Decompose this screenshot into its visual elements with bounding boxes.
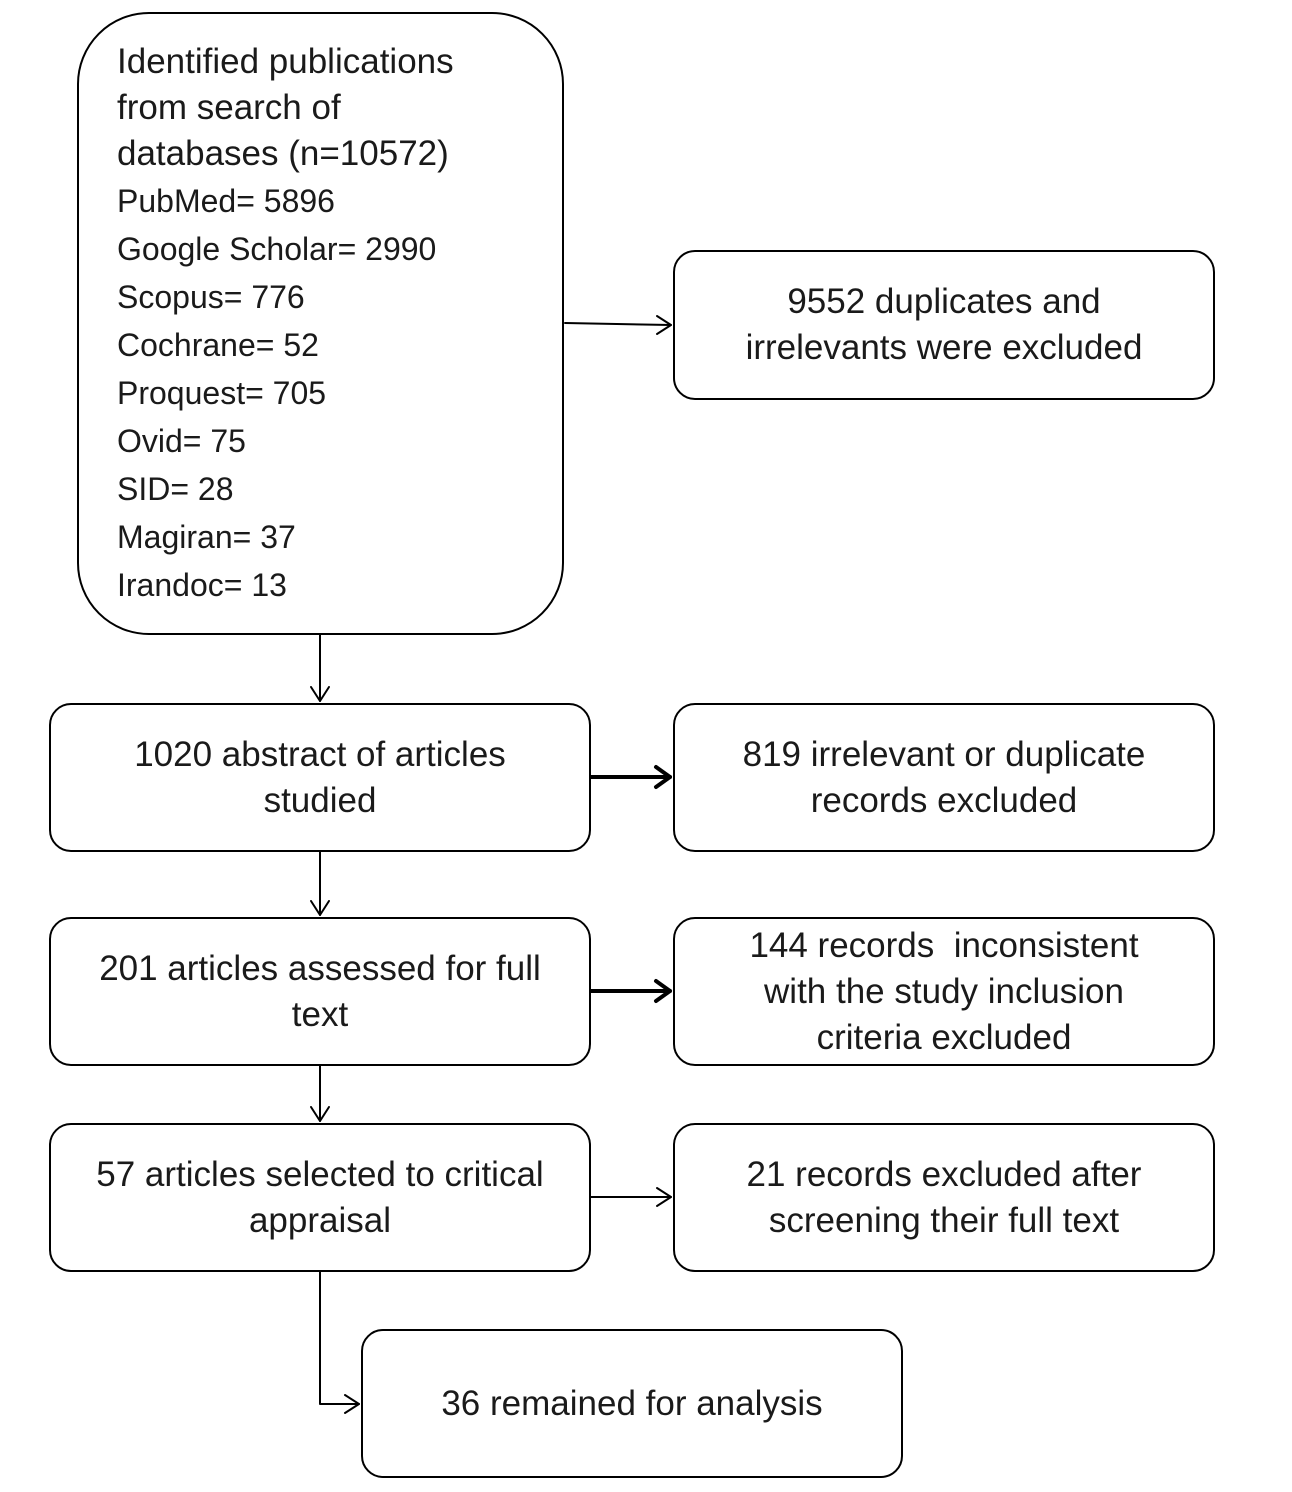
screening-excluded-box: 21 records excluded after screening thei… — [673, 1123, 1215, 1272]
arrow-abstracts-to-full-text — [310, 851, 330, 916]
database-count-proquest: Proquest= 705 — [117, 375, 327, 411]
source-heading-line: databases (n=10572) — [117, 134, 449, 173]
duplicates-excluded-line: irrelevants were excluded — [745, 328, 1143, 367]
database-count-cochrane: Cochrane= 52 — [117, 327, 319, 363]
database-count-sid: SID= 28 — [117, 471, 234, 507]
inclusion-criteria-excluded-box: 144 records inconsistent with the study … — [673, 917, 1215, 1066]
abstracts-studied-box: 1020 abstract of articles studied — [49, 703, 591, 852]
arrow-full-text-to-appraisal — [310, 1065, 330, 1122]
full-text-assessed-line: text — [291, 994, 349, 1034]
database-count-irandoc: Irandoc= 13 — [117, 567, 287, 603]
arrow-appraisal-to-final — [319, 1271, 360, 1414]
irrelevant-records-line: 819 irrelevant or duplicate — [742, 734, 1146, 774]
critical-appraisal-line: appraisal — [248, 1200, 392, 1240]
abstracts-studied-line: 1020 abstract of articles — [134, 734, 506, 774]
duplicates-excluded-box: 9552 duplicates and irrelevants were exc… — [673, 250, 1215, 400]
remained-for-analysis-box: 36 remained for analysis — [361, 1329, 903, 1478]
arrow-abstracts-to-excluded — [589, 765, 672, 789]
abstracts-studied-line: studied — [263, 780, 377, 820]
inclusion-criteria-line: criteria excluded — [816, 1017, 1072, 1057]
database-count-magiran: Magiran= 37 — [117, 519, 296, 555]
arrow-source-to-abstracts — [310, 634, 330, 702]
screening-excluded-line: screening their full text — [768, 1200, 1120, 1240]
arrow-full-text-to-excluded — [589, 979, 672, 1003]
database-count-google-scholar: Google Scholar= 2990 — [117, 231, 437, 267]
source-heading-line: from search of — [117, 88, 341, 127]
duplicates-excluded-line: 9552 duplicates and — [787, 282, 1101, 321]
screening-excluded-line: 21 records excluded after — [746, 1154, 1142, 1194]
irrelevant-records-excluded-box: 819 irrelevant or duplicate records excl… — [673, 703, 1215, 852]
database-count-pubmed: PubMed= 5896 — [117, 183, 335, 219]
critical-appraisal-box: 57 articles selected to critical apprais… — [49, 1123, 591, 1272]
inclusion-criteria-line: with the study inclusion — [764, 971, 1124, 1011]
source-heading-line: Identified publications — [117, 42, 454, 81]
database-count-scopus: Scopus= 776 — [117, 279, 305, 315]
arrow-source-to-duplicates — [564, 315, 672, 335]
full-text-assessed-line: 201 articles assessed for full — [99, 948, 541, 988]
identified-publications-box: Identified publications from search of d… — [77, 12, 564, 635]
critical-appraisal-line: 57 articles selected to critical — [96, 1154, 544, 1194]
arrow-appraisal-to-excluded — [590, 1187, 672, 1207]
remained-for-analysis-line: 36 remained for analysis — [441, 1383, 823, 1423]
full-text-assessed-box: 201 articles assessed for full text — [49, 917, 591, 1066]
database-count-ovid: Ovid= 75 — [117, 423, 246, 459]
inclusion-criteria-line: 144 records inconsistent — [749, 925, 1139, 965]
irrelevant-records-line: records excluded — [810, 780, 1078, 820]
